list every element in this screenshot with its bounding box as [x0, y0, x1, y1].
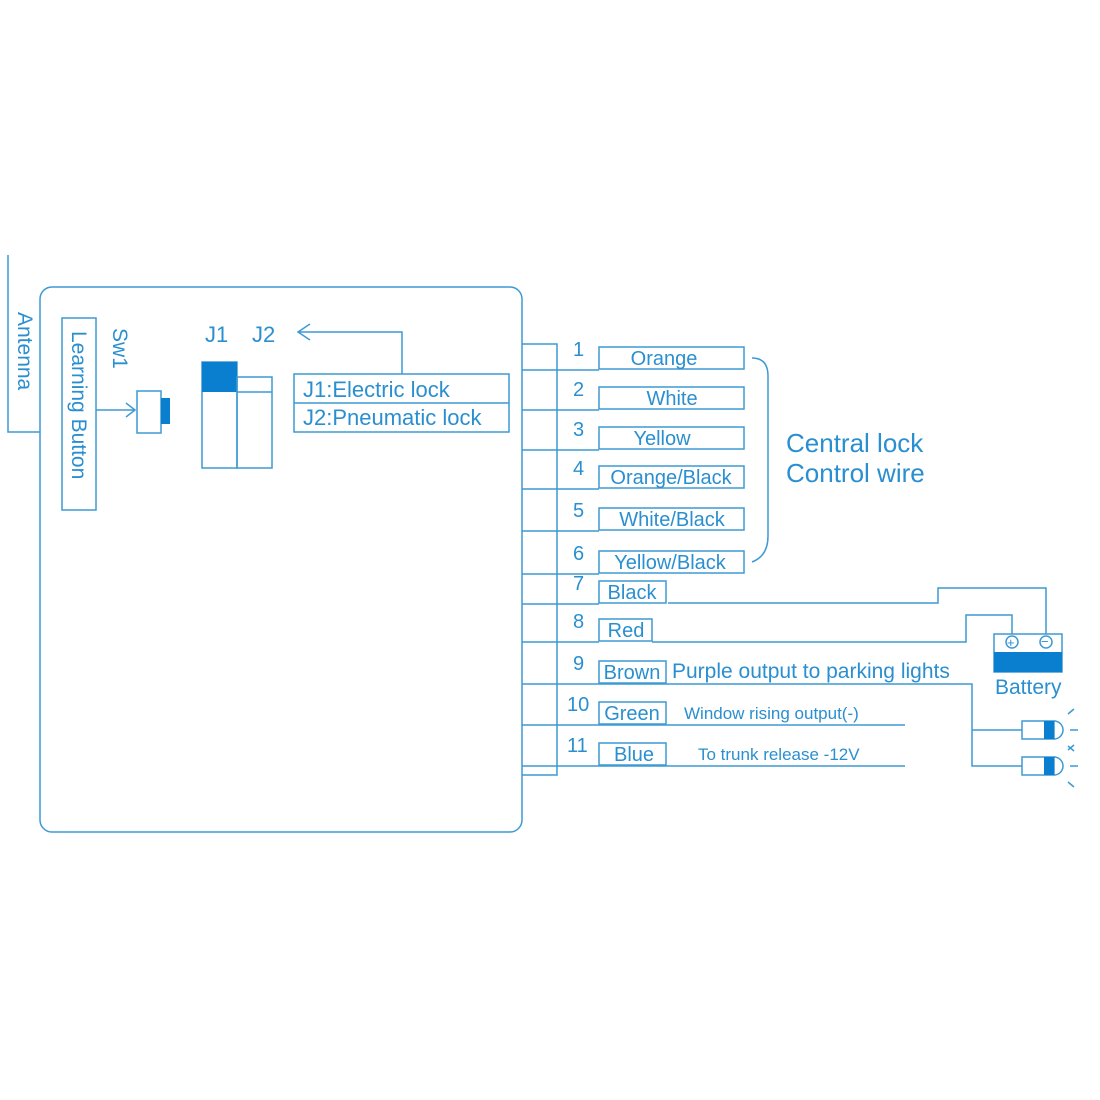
wire-8-number: 8: [573, 611, 584, 633]
wire-row-7: 7 Black: [522, 573, 667, 605]
j1-description: J1:Electric lock: [303, 377, 451, 402]
wire-6-number: 6: [573, 543, 584, 565]
sw1-actuator: [161, 398, 170, 424]
wire-9-color-box: [598, 660, 667, 684]
wire-1-color-box: [598, 346, 745, 370]
wire-10-number: 10: [567, 694, 589, 716]
wire-row-8: 8 Red: [522, 611, 653, 643]
harness-trunk: [522, 343, 558, 776]
control-unit-box: [39, 286, 523, 833]
wire-1-color-label: Orange: [631, 348, 698, 370]
sw1-switch: [136, 390, 162, 434]
wire-10-color-label: Green: [604, 703, 660, 725]
parking-lights-group: [968, 683, 1078, 788]
j2-description: J2:Pneumatic lock: [303, 405, 483, 430]
battery-minus-sign: −: [1041, 634, 1049, 649]
battery-plus-sign: +: [1007, 635, 1015, 650]
wire-10-note: Window rising output(-): [684, 704, 859, 723]
wire-11-note: To trunk release -12V: [698, 745, 860, 764]
battery-minus-terminal: [1039, 635, 1053, 649]
learning-button-label: Learning Button: [67, 331, 90, 479]
wire-3-number: 3: [573, 419, 584, 441]
sw1-label: Sw1: [108, 328, 131, 369]
wire-7-color-box: [598, 580, 667, 604]
wire-row-4: 4 Orange/Black: [522, 458, 745, 490]
wire-2-color-label: White: [646, 388, 697, 410]
wire-5-color-box: [598, 507, 745, 531]
wire-7-number: 7: [573, 573, 584, 595]
wire-9-number: 9: [573, 653, 584, 675]
learning-button-label-box: [61, 317, 97, 511]
wire-row-11: 11 Blue To trunk release -12V: [522, 735, 905, 767]
wire-5-color-label: White/Black: [619, 509, 726, 531]
central-lock-brace: [751, 357, 769, 563]
wire-2-color-box: [598, 386, 745, 410]
jumper-pointer: [296, 323, 403, 374]
wire-11-number: 11: [567, 735, 588, 757]
battery-fill: [994, 652, 1062, 672]
learning-button-group: Learning Button Sw1: [61, 317, 170, 511]
wire-11-color-label: Blue: [614, 744, 654, 766]
wire-7-color-label: Black: [608, 582, 658, 604]
antenna: Antenna: [7, 255, 40, 433]
wire-3-color-label: Yellow: [633, 428, 691, 450]
parking-light-bulb-1: [1021, 708, 1078, 752]
wire-row-5: 5 White/Black: [522, 500, 745, 532]
battery-group: + − Battery: [652, 587, 1063, 699]
wire-row-2: 2 White: [522, 379, 745, 411]
jumper-group: J1 J2 J1:Electric lock J2:Pneumatic lock: [201, 322, 510, 469]
bulb-1-rays: [1067, 708, 1078, 752]
wire-10-color-box: [598, 701, 667, 725]
wire-row-9: 9 Brown Purple output to parking lights: [522, 653, 968, 685]
wire-9-note: Purple output to parking lights: [672, 660, 950, 683]
wire-8-color-box: [598, 618, 653, 642]
bulb-1-band: [1044, 721, 1054, 739]
wire-2-number: 2: [573, 379, 584, 401]
wire-6-color-label: Yellow/Black: [614, 552, 727, 574]
bulb-2-band: [1044, 757, 1054, 775]
battery-plus-terminal: [1005, 635, 1019, 649]
j2-label: J2: [252, 322, 275, 347]
bulb-2-rays: [1067, 744, 1078, 788]
wire-row-3: 3 Yellow: [522, 419, 745, 451]
wire-list: 1 Orange 2 White 3 Yellow 4 Orange/Black 5 White/…: [522, 339, 968, 767]
wire-row-10: 10 Green Window rising output(-): [522, 694, 905, 726]
wire-4-color-box: [598, 465, 745, 489]
wire-6-color-box: [598, 550, 745, 574]
wire-row-1: 1 Orange: [522, 339, 745, 371]
wire-11-color-box: [598, 742, 667, 766]
wire-1-number: 1: [573, 339, 584, 361]
wire-4-number: 4: [573, 458, 584, 480]
wire-3-color-box: [598, 426, 745, 450]
red-wire-to-battery: [652, 614, 1013, 643]
antenna-wire: [7, 255, 40, 433]
wire-5-number: 5: [573, 500, 584, 522]
central-lock-label-line2: Control wire: [786, 458, 925, 488]
antenna-label: Antenna: [13, 312, 36, 391]
parking-lights-wire: [968, 683, 1022, 767]
parking-light-bulb-2: [1021, 744, 1078, 788]
wire-9-color-label: Brown: [604, 662, 661, 684]
jumper-j1-cap: [202, 362, 237, 392]
wire-4-color-label: Orange/Black: [610, 467, 732, 489]
wire-8-color-label: Red: [608, 620, 645, 642]
central-lock-label-line1: Central lock: [786, 428, 924, 458]
bulb-2-glass: [1053, 756, 1064, 776]
j1-label: J1: [205, 322, 228, 347]
wire-row-6: 6 Yellow/Black: [522, 543, 745, 575]
battery-label: Battery: [995, 676, 1062, 699]
learning-button-pointer: [96, 402, 137, 418]
bulb-1-glass: [1053, 720, 1064, 740]
black-wire-to-battery: [668, 587, 1047, 634]
jumper-j2-slot: [236, 376, 273, 469]
